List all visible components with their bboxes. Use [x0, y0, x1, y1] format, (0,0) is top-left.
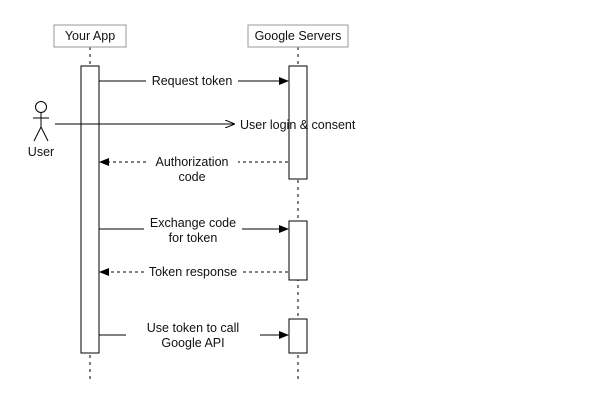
use-token-label-line2: Google API	[161, 336, 224, 350]
authorization-code-label-line2: code	[178, 170, 205, 184]
activation-your-app	[80, 65, 100, 354]
participant-your-app-label: Your App	[65, 29, 115, 43]
participant-google-servers: Google Servers	[247, 24, 349, 48]
request-token-label: Request token	[152, 74, 233, 88]
token-response-label: Token response	[149, 265, 237, 279]
exchange-code-label-line1: Exchange code	[150, 216, 236, 230]
activation-servers-1	[288, 65, 308, 180]
exchange-code-label-line2: for token	[169, 231, 218, 245]
use-token-label-line1: Use token to call	[147, 321, 239, 335]
user-actor-icon	[33, 101, 49, 142]
user-login-label: User login & consent	[240, 118, 356, 132]
user-actor-label: User	[28, 145, 54, 159]
participant-google-servers-label: Google Servers	[255, 29, 342, 43]
authorization-code-label-line1: Authorization	[156, 155, 229, 169]
participant-your-app: Your App	[53, 24, 127, 48]
activation-servers-3	[288, 318, 308, 354]
activation-servers-2	[288, 220, 308, 281]
